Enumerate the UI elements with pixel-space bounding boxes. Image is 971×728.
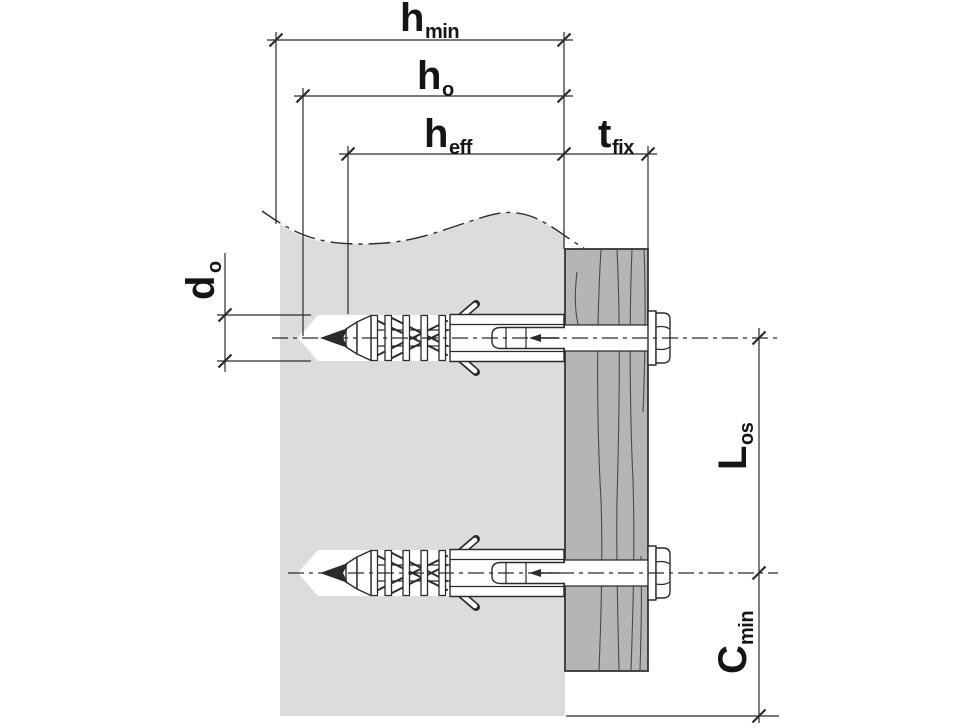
label-L-os-sub: os bbox=[736, 422, 758, 445]
label-C-min: C min bbox=[711, 611, 758, 674]
label-h-eff-sub: eff bbox=[449, 137, 473, 159]
label-h-eff: h eff bbox=[424, 112, 473, 159]
label-L-os: L os bbox=[711, 422, 758, 470]
break-line bbox=[261, 210, 585, 249]
fixture-panel-body bbox=[564, 248, 649, 672]
label-h-o-main: h bbox=[417, 54, 440, 98]
fixture-panel bbox=[564, 248, 649, 672]
dimension-d-o bbox=[217, 253, 311, 372]
label-L-os-main: L bbox=[711, 446, 755, 470]
label-h-o: h o bbox=[417, 54, 455, 101]
dimension-labels: h min h o h eff t fix d o L os bbox=[179, 0, 758, 674]
dimension-h-o bbox=[294, 88, 573, 336]
dimensioning bbox=[217, 32, 779, 724]
base-material-wall bbox=[280, 212, 565, 716]
drawing-root: h min h o h eff t fix d o L os bbox=[179, 0, 779, 724]
dimension-L-os-C-min bbox=[566, 328, 779, 724]
label-C-min-sub: min bbox=[736, 611, 758, 645]
label-h-min-main: h bbox=[400, 0, 423, 40]
label-C-min-main: C bbox=[711, 646, 755, 674]
label-t-fix-main: t bbox=[598, 112, 611, 156]
label-d-o-main: d bbox=[179, 277, 223, 300]
dimension-h-min bbox=[267, 32, 573, 224]
label-h-min-sub: min bbox=[425, 21, 459, 43]
label-d-o-sub: o bbox=[204, 261, 226, 273]
label-t-fix-sub: fix bbox=[612, 137, 634, 159]
label-h-eff-main: h bbox=[424, 112, 447, 156]
label-d-o: d o bbox=[179, 261, 226, 300]
label-h-o-sub: o bbox=[442, 79, 454, 101]
dimension-h-eff-t-fix bbox=[339, 146, 657, 314]
label-t-fix: t fix bbox=[598, 112, 635, 159]
label-h-min: h min bbox=[400, 0, 460, 43]
